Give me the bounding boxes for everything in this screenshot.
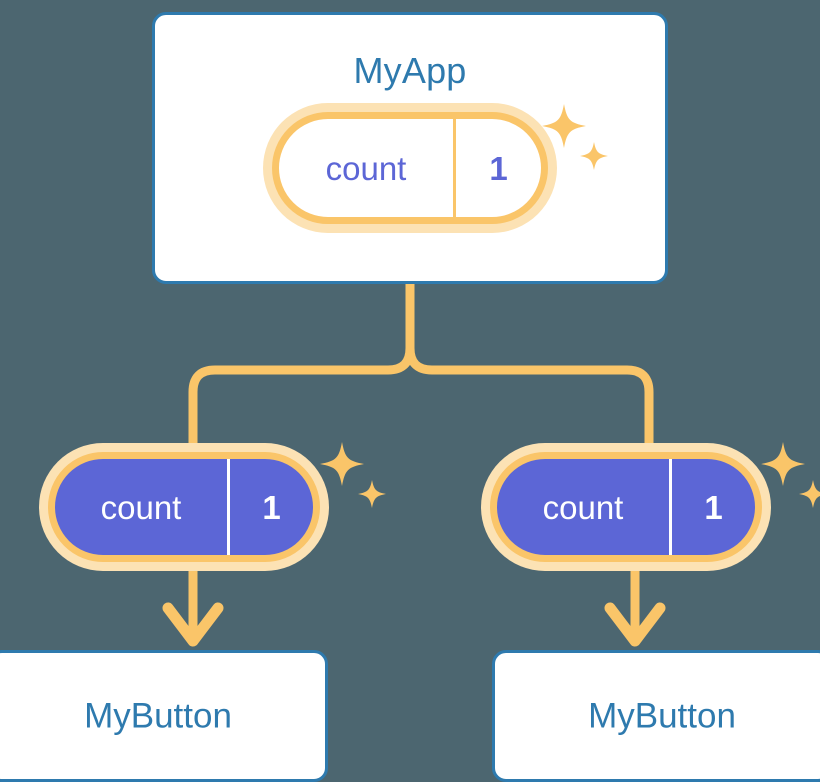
arrow-down-icon	[604, 570, 666, 647]
state-pill[interactable]: count 1	[48, 452, 320, 562]
state-name: count	[325, 149, 407, 187]
sparkles-icon	[761, 442, 820, 508]
sparkles-icon	[320, 442, 386, 508]
state-pill-root[interactable]: count 1	[272, 112, 548, 224]
arrow-down-icon	[162, 570, 224, 647]
state-value: 1	[669, 459, 755, 555]
state-name: count	[542, 488, 624, 526]
state-pill[interactable]: count 1	[272, 112, 548, 224]
component-label: MyButton	[588, 696, 736, 736]
component-card-leaf-left[interactable]: MyButton	[0, 650, 328, 782]
state-value: 1	[453, 119, 541, 217]
component-label: MyButton	[84, 696, 232, 736]
state-pill-child-left[interactable]: count 1	[48, 452, 320, 562]
page-title: MyApp	[353, 50, 467, 91]
component-card-leaf-right[interactable]: MyButton	[492, 650, 820, 782]
state-pill[interactable]: count 1	[490, 452, 762, 562]
state-name: count	[100, 488, 182, 526]
tree-branch-connector	[188, 279, 654, 457]
state-value: 1	[227, 459, 313, 555]
state-pill-child-right[interactable]: count 1	[490, 452, 762, 562]
